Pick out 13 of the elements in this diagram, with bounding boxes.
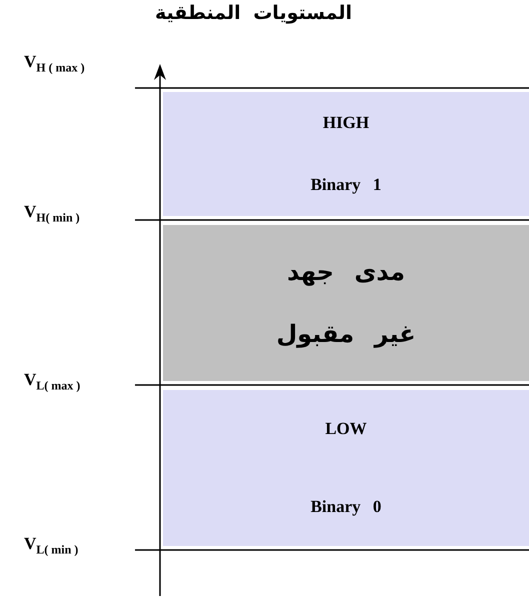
axis-title: المستويات المنطقية	[155, 2, 352, 24]
band-label: HIGH	[322, 113, 370, 133]
level-band	[163, 390, 529, 546]
voltage-label: V$_{L( max )}$	[24, 370, 80, 394]
band-label: مدى جهد غير مقبول	[275, 257, 417, 350]
voltage-label: V$_{L( min )}$	[24, 534, 78, 558]
level-band	[163, 225, 529, 381]
band-label: Binary 1	[310, 175, 382, 195]
voltage-label: V$_{H ( max )}$	[24, 52, 85, 76]
band-label: LOW	[325, 419, 367, 439]
level-band	[163, 92, 529, 216]
voltage-label: V$_{H( min )}$	[24, 202, 80, 226]
band-label: Binary 0	[310, 497, 382, 517]
